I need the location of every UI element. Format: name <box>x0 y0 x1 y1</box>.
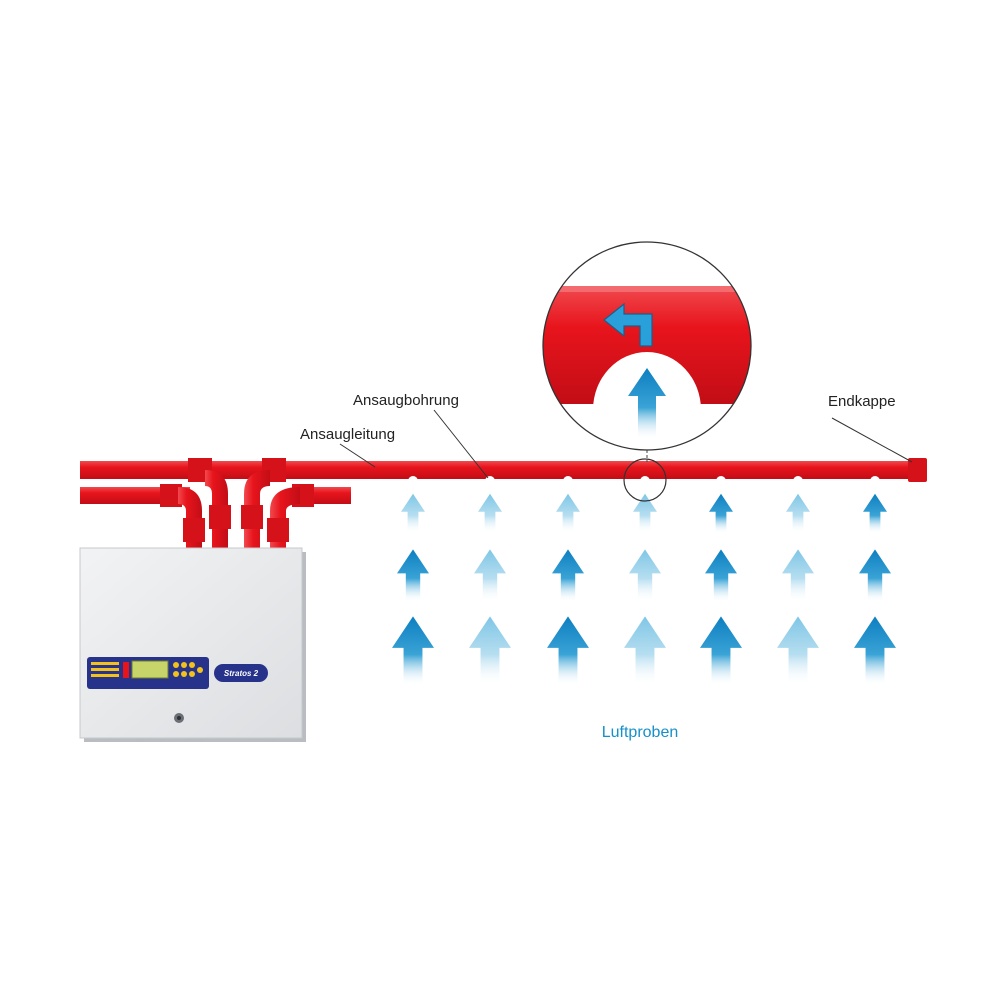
keypad-button <box>173 662 179 668</box>
arrow-up-icon <box>547 616 589 686</box>
keypad-button <box>189 662 195 668</box>
zoom-detail <box>542 241 752 502</box>
label-air-samples: Luftproben <box>602 724 679 741</box>
arrow-up-icon <box>556 493 580 534</box>
pipe-coupling <box>160 484 182 507</box>
brand-logo-text: Stratos 2 <box>224 669 259 678</box>
pipe-coupling <box>241 505 263 529</box>
callouts: Ansaugbohrung Ansaugleitung Endkappe Luf… <box>300 392 913 741</box>
arrow-left-turn-icon <box>603 302 653 347</box>
end-cap <box>908 458 927 482</box>
keypad-button <box>173 671 179 677</box>
arrow-up-icon <box>478 493 502 534</box>
arrow-up-icon <box>700 616 742 686</box>
arrow-up-icon <box>786 493 810 534</box>
arrow-up-icon <box>392 616 434 686</box>
sampling-hole <box>485 476 495 486</box>
status-led-bar <box>91 674 119 677</box>
zoom-lens-border <box>542 241 752 451</box>
keypad-button <box>181 662 187 668</box>
arrow-up-icon <box>854 616 896 686</box>
leader-line-intake-pipe <box>339 443 376 468</box>
keypad-button <box>181 671 187 677</box>
alarm-indicator <box>123 662 129 678</box>
keypad-button <box>197 667 203 673</box>
arrow-up-icon <box>859 549 891 603</box>
pipe-coupling <box>209 505 231 529</box>
sampling-hole <box>563 476 573 486</box>
leader-line-intake-hole <box>433 409 489 479</box>
arrow-up-icon <box>624 616 666 686</box>
status-led-bar <box>91 668 119 671</box>
arrow-up-icon <box>401 493 425 534</box>
label-intake-pipe: Ansaugleitung <box>300 426 395 443</box>
pipe-coupling <box>267 518 289 542</box>
pipe-network <box>80 458 927 550</box>
air-flow-arrows <box>392 493 896 686</box>
zoom-target-ring <box>623 458 667 502</box>
sampling-holes <box>408 476 880 486</box>
arrow-up-icon <box>709 493 733 534</box>
pipe-coupling <box>183 518 205 542</box>
keypad-button <box>189 671 195 677</box>
leader-line-end-cap <box>831 417 913 463</box>
lcd-display <box>131 660 169 679</box>
status-led-bar <box>91 662 119 665</box>
arrow-up-icon <box>782 549 814 603</box>
arrow-up-icon <box>397 549 429 603</box>
arrow-up-icon <box>705 549 737 603</box>
sampling-hole <box>870 476 880 486</box>
label-end-cap: Endkappe <box>828 393 896 410</box>
sampling-hole <box>793 476 803 486</box>
arrow-up-icon <box>629 549 661 603</box>
brand-badge <box>214 664 268 682</box>
sampling-hole <box>640 476 650 486</box>
arrow-up-icon <box>777 616 819 686</box>
detector-unit: Stratos 2 <box>79 547 306 742</box>
sampling-hole <box>716 476 726 486</box>
arrow-up-icon <box>628 368 666 440</box>
arrow-up-icon <box>863 493 887 534</box>
main-pipe <box>80 461 922 479</box>
detector-body <box>79 547 303 739</box>
arrow-up-icon <box>552 549 584 603</box>
arrow-up-icon <box>474 549 506 603</box>
arrow-up-icon <box>468 616 511 686</box>
label-intake-hole: Ansaugbohrung <box>353 392 459 409</box>
sampling-hole <box>408 476 418 486</box>
